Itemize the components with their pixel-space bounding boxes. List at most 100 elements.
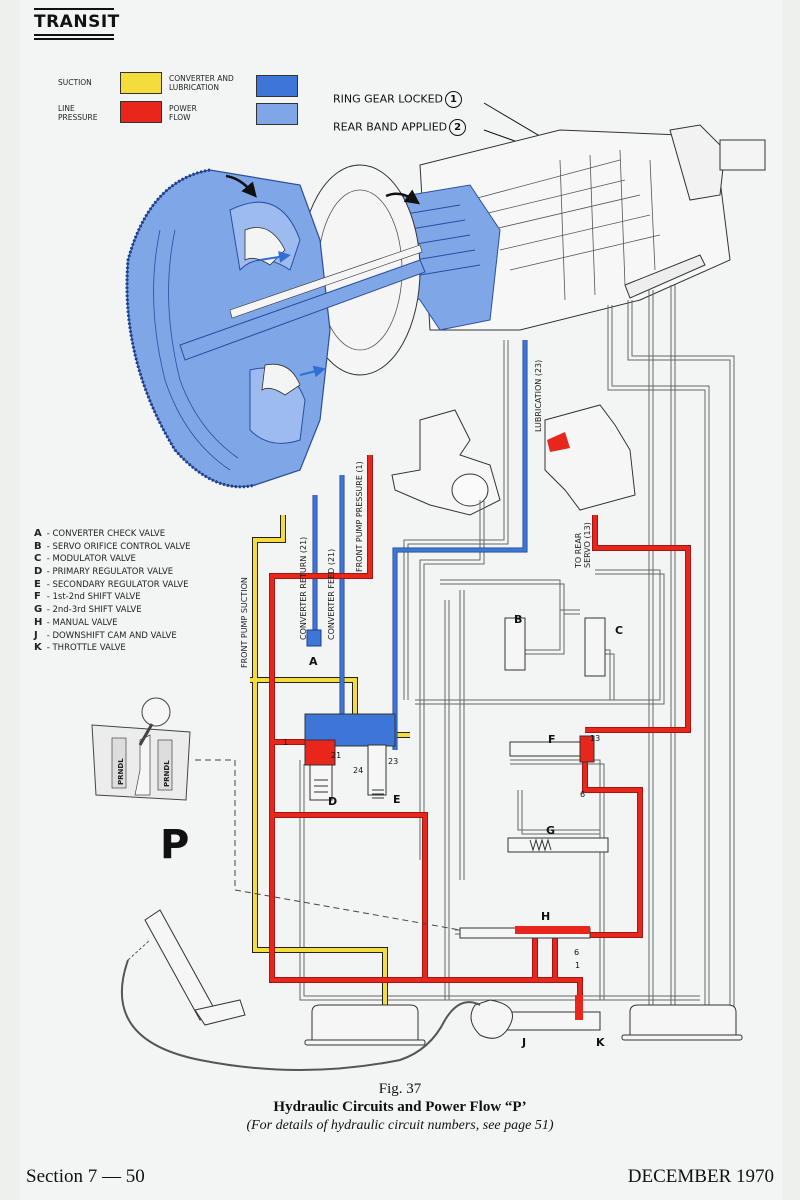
selector-linkage — [195, 759, 461, 931]
legend-swatch-power-flow — [256, 103, 298, 125]
regulator-valve-block — [304, 713, 396, 801]
label-front-pump-pressure: FRONT PUMP PRESSURE (1) — [355, 461, 364, 572]
shift-valve-F-pressure — [579, 735, 595, 763]
valve-letter-A: A — [309, 655, 318, 668]
front-servo — [391, 409, 501, 516]
valve-key-item: A - CONVERTER CHECK VALVE — [34, 528, 166, 539]
oil-pan-left — [311, 1004, 419, 1041]
legend-label-converter: CONVERTER AND LUBRICATION — [169, 74, 234, 92]
rear-servo-body — [544, 404, 636, 511]
flow-arrow-icon — [299, 365, 326, 378]
selector-lever[interactable] — [138, 723, 154, 746]
legend-label-power-flow: POWER FLOW — [169, 104, 197, 122]
accelerator-pedal — [120, 909, 481, 1071]
transmission-cutaway — [379, 124, 766, 331]
valve-letter-K: K — [596, 1036, 605, 1049]
legend-swatch-suction — [120, 72, 162, 94]
valve-key-item: F - 1st-2nd SHIFT VALVE — [34, 591, 141, 603]
label-converter-return: CONVERTER RETURN (21) — [299, 537, 308, 640]
circuit-number-6: 6 — [574, 948, 579, 957]
tail-housing — [669, 124, 726, 201]
figure-title: Hydraulic Circuits and Power Flow “P’ — [273, 1099, 527, 1115]
footer-date: DECEMBER 1970 — [627, 1166, 774, 1187]
valve-key-item: B - SERVO ORIFICE CONTROL VALVE — [34, 540, 191, 552]
callout-label: RING GEAR LOCKED — [333, 92, 443, 106]
label-converter-feed: CONVERTER FEED (21) — [327, 549, 336, 640]
modulator-valve-C — [584, 617, 606, 677]
valve-letter-D: D — [328, 795, 337, 808]
valve-letter-J: J — [521, 1036, 526, 1049]
legend-label-line-pressure: LINE PRESSURE — [58, 104, 98, 122]
callout-label: REAR BAND APPLIED — [333, 120, 448, 134]
valve-letter-C: C — [615, 624, 623, 637]
oil-pan-right-flange — [621, 1034, 743, 1041]
circuit-number-1: 1 — [283, 738, 288, 747]
brand-title: TRANSIT — [34, 12, 120, 32]
circuit-number-24: 24 — [353, 766, 363, 775]
oil-pan-left-flange — [304, 1039, 426, 1046]
gate-left-label: PRNDL — [117, 758, 125, 785]
valve-letter-H: H — [541, 910, 550, 923]
front-servo-piston — [451, 473, 489, 507]
callout-number: 1 — [444, 91, 462, 108]
gate-right — [157, 739, 173, 791]
callout-number: 2 — [449, 119, 467, 136]
valve-key-item: D - PRIMARY REGULATOR VALVE — [34, 566, 174, 578]
valve-key-item: C - MODULATOR VALVE — [34, 553, 136, 565]
legend-swatch-line-pressure — [120, 101, 162, 123]
downshift-cam-J — [470, 999, 513, 1039]
valve-key-item: G - 2nd-3rd SHIFT VALVE — [34, 604, 142, 616]
circuit-number-13: 13 — [590, 734, 600, 743]
throttle-valve-K — [504, 1011, 601, 1031]
legend-swatch-converter — [256, 75, 298, 97]
footer-section: Section 7 — 50 — [26, 1166, 145, 1187]
valve-key-item: H - MANUAL VALVE — [34, 616, 118, 628]
circuit-number-1: 1 — [575, 961, 580, 970]
valve-letter-B: B — [514, 613, 522, 626]
figure-note: (For details of hydraulic circuit number… — [246, 1118, 554, 1133]
rotation-arrow-icon — [385, 189, 421, 205]
selector-knob[interactable] — [141, 697, 171, 727]
label-to-rear-servo-1: TO REAR — [574, 532, 583, 569]
circuit-number-23: 23 — [388, 757, 398, 766]
legend-label-suction: SUCTION — [58, 78, 92, 87]
shift-valve-G — [507, 837, 609, 853]
rear-servo-pressure — [547, 432, 570, 452]
input-shaft — [179, 259, 426, 361]
figure-number: Fig. 37 — [378, 1081, 422, 1097]
rear-mount — [624, 254, 706, 299]
rear-servo — [544, 404, 636, 511]
selector-position: P — [160, 822, 189, 868]
flow-arrow-icon — [259, 251, 291, 263]
output-shaft — [719, 139, 766, 171]
gear-selector — [91, 697, 191, 801]
servo-orifice-valve-B — [504, 617, 526, 671]
oil-pans — [304, 1004, 743, 1046]
valve-key-item: J - DOWNSHIFT CAM AND VALVE — [34, 629, 177, 641]
valve-key-item: E - SECONDARY REGULATOR VALVE — [34, 578, 189, 590]
rule-bottom-2 — [34, 38, 114, 40]
label-to-rear-servo-2: SERVO (13) — [583, 522, 592, 568]
oil-pan-right — [629, 1004, 737, 1036]
brand-header: TRANSIT — [34, 6, 120, 42]
primary-regulator-pressure — [304, 739, 336, 766]
pedal-pad — [144, 909, 216, 1021]
primary-regulator-valve-D — [309, 764, 333, 801]
torque-converter — [125, 168, 426, 489]
circuit-number-6: 6 — [580, 790, 585, 799]
valve-key: A - CONVERTER CHECK VALVE B - SERVO ORIF… — [34, 528, 191, 655]
label-front-pump-suction: FRONT PUMP SUCTION — [240, 577, 249, 668]
circuit-number-21: 21 — [331, 751, 341, 760]
valve-key-item: K - THROTTLE VALVE — [34, 642, 126, 654]
rule-top — [34, 8, 114, 10]
gate-left — [111, 737, 127, 789]
valve-letter-F: F — [548, 733, 556, 746]
valve-letter-E: E — [393, 793, 401, 806]
label-lubrication: LUBRICATION (23) — [534, 360, 543, 432]
secondary-regulator-valve-E — [367, 744, 387, 796]
rule-bottom — [34, 34, 114, 36]
ring-gear-teeth — [125, 168, 256, 489]
gate-right-label: PRNDL — [163, 760, 171, 787]
